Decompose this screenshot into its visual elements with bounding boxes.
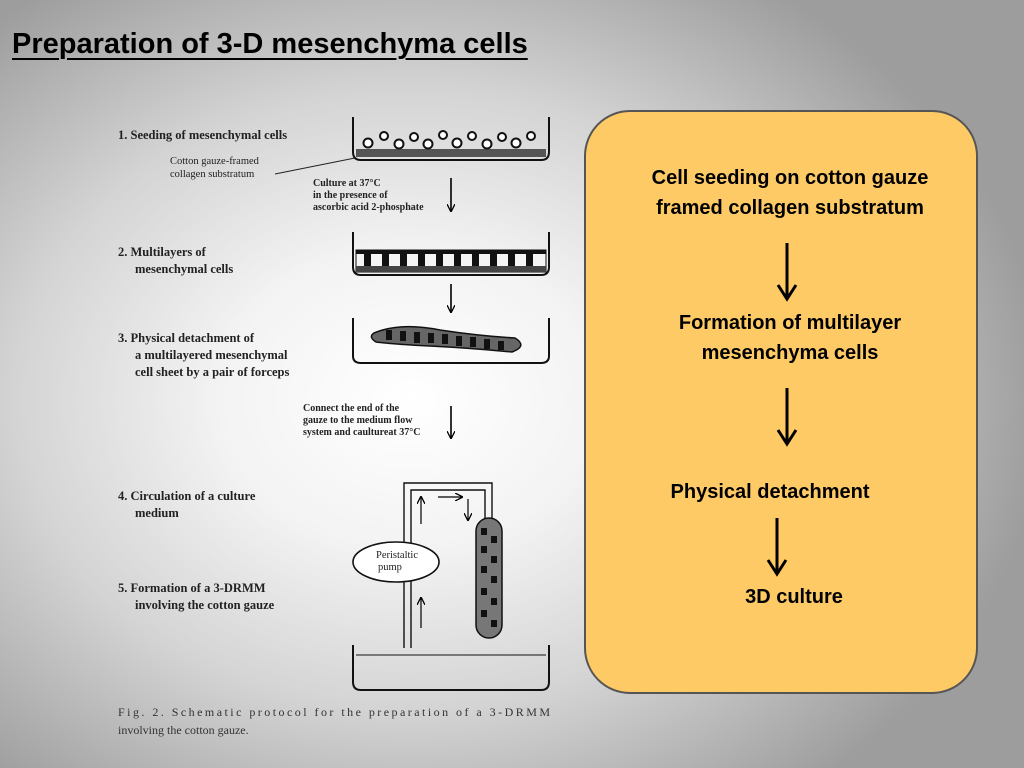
- summary-step-1-line-1: Cell seeding on cotton gauze: [651, 167, 929, 189]
- step-3-text: 3. Physical detachment of a multilayered…: [118, 331, 291, 379]
- dish-detachment: [352, 318, 550, 364]
- 3-drmm-tissue: [475, 517, 503, 639]
- summary-step-1-line-2: framed collagen substratum: [656, 197, 924, 219]
- summary-step-4-line-1: 3D culture: [745, 586, 843, 608]
- step-2-text: 2. Multilayers of mesenchymal cells: [118, 245, 233, 276]
- peristaltic-pump: Peristaltic pump: [352, 541, 440, 583]
- gauze-leader-line: [274, 157, 356, 175]
- dish-reservoir: [352, 645, 550, 691]
- step-1-text: 1. Seeding of mesenchymal cells: [118, 128, 287, 142]
- svg-text:Peristaltic pump: Peristaltic pump: [376, 550, 421, 573]
- summary-step-1: Cell seeding on cotton gauze framed coll…: [594, 163, 986, 223]
- figure-caption: Fig. 2. Schematic protocol for the prepa…: [118, 705, 550, 719]
- slide-title: Preparation of 3-D mesenchyma cells: [12, 28, 528, 60]
- step-5-text: 5. Formation of a 3-DRMM involving the c…: [118, 581, 275, 612]
- summary-step-3: Physical detachment: [614, 477, 926, 507]
- seeded-cells: [362, 130, 536, 150]
- summary-box: [584, 110, 978, 694]
- dish-seeding: [352, 117, 550, 161]
- summary-step-2-line-1: Formation of multilayer: [678, 312, 902, 334]
- connect-annotation: Connect the end of the gauze to the medi…: [303, 403, 420, 438]
- summary-step-4: 3D culture: [694, 582, 894, 612]
- culture-annotation: Culture at 37°C in the presence of ascor…: [313, 178, 424, 213]
- summary-arrow-1: [776, 243, 798, 302]
- summary-arrow-2: [776, 388, 798, 447]
- dish-multilayer: [352, 232, 550, 276]
- gauze-annotation: Cotton gauze-framed collagen substratum: [170, 156, 262, 180]
- summary-arrow-3: [766, 518, 788, 577]
- figure-caption-line-2: involving the cotton gauze.: [118, 723, 249, 737]
- summary-step-3-line-1: Physical detachment: [670, 481, 870, 503]
- cell-columns: [364, 254, 533, 266]
- step-4-text: 4. Circulation of a culture medium: [118, 489, 259, 520]
- summary-step-2-line-2: mesenchyma cells: [701, 342, 879, 364]
- sheet-texture: [386, 330, 504, 350]
- summary-step-2: Formation of multilayer mesenchyma cells: [594, 308, 986, 368]
